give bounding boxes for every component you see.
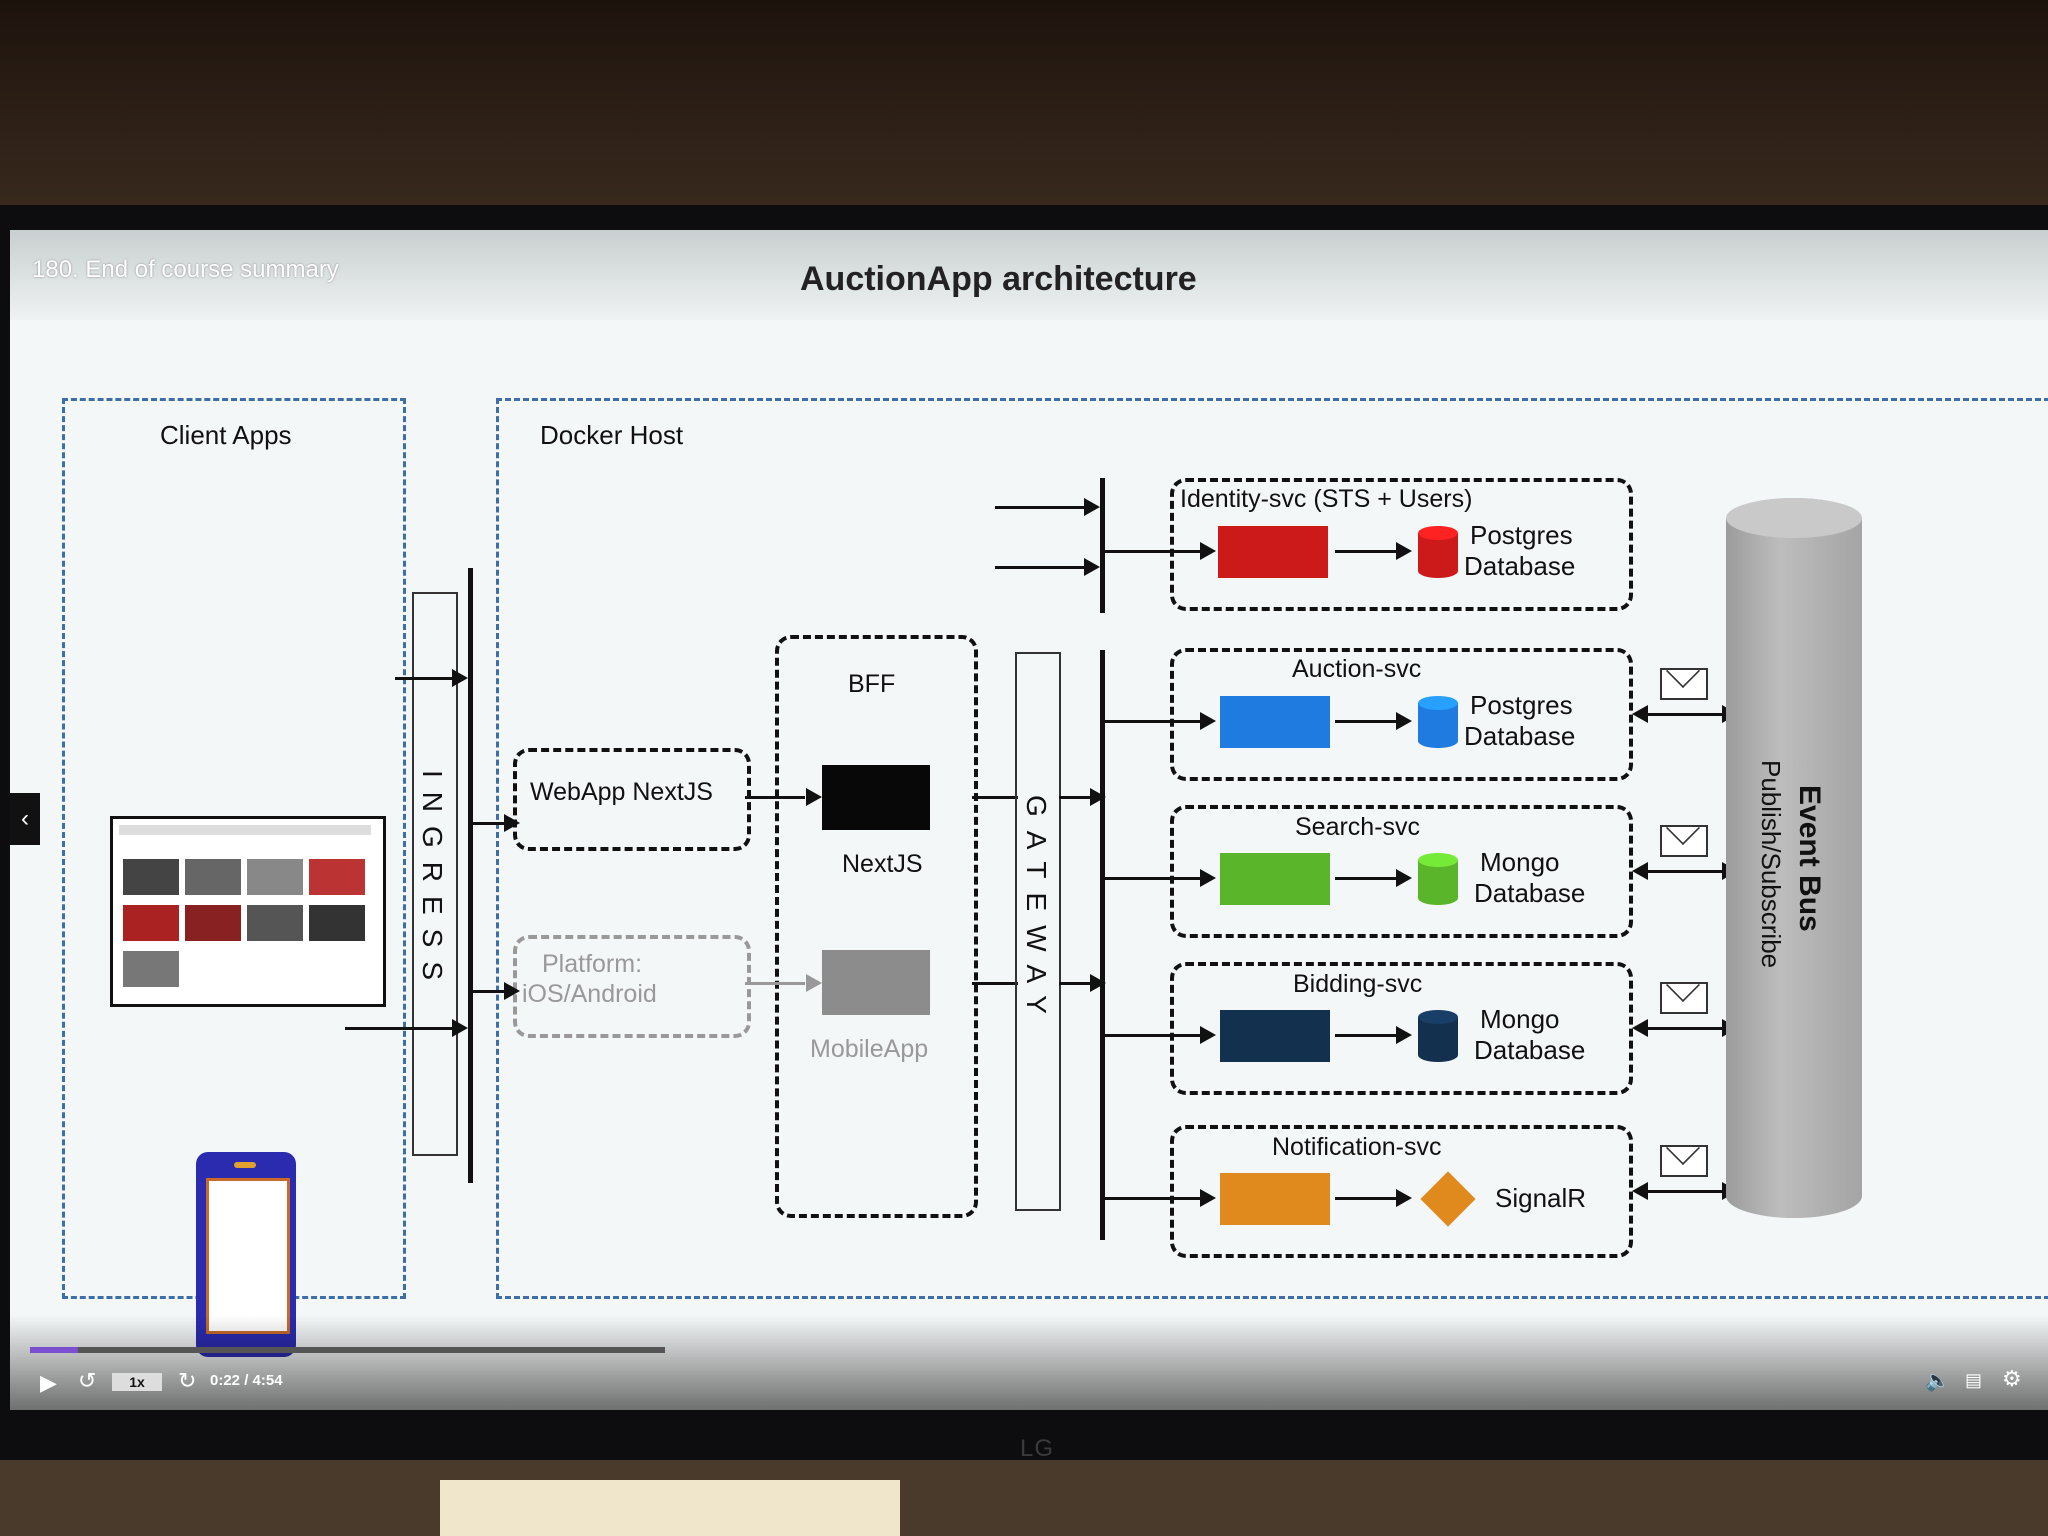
speed-button[interactable]: 1x [112,1373,162,1391]
message-envelope-icon [1660,1145,1708,1177]
web-browser-image [110,816,386,1007]
service-block [1220,696,1330,748]
slide-title: AuctionApp architecture [800,260,1197,298]
service-name: Bidding-svc [1293,970,1423,998]
volume-icon[interactable]: 🔈 [1925,1370,1950,1392]
database-label-line2: Database [1474,1035,1586,1065]
database-label-line1: Postgres [1470,690,1573,720]
course-title: 180. End of course summary [32,256,339,283]
service-box [1170,648,1633,781]
database-icon [1418,853,1458,905]
ingress-bar [412,592,458,1156]
platform-label-line2: iOS/Android [522,980,657,1008]
event-bus-cylinder [1726,498,1862,1218]
service-block [1220,1173,1330,1225]
service-name: Search-svc [1295,813,1421,841]
database-icon [1418,1010,1458,1062]
service-name: Identity-svc (STS + Users) [1180,485,1473,513]
gateway-label: GATEWAY [1021,795,1052,1028]
video-top-bar [10,230,2048,320]
rewind-icon[interactable]: ↺ [78,1368,97,1393]
settings-icon[interactable]: ⚙ [2002,1366,2022,1391]
database-label-line1: Mongo [1480,1004,1560,1034]
message-envelope-icon [1660,825,1708,857]
docker-host-label: Docker Host [540,420,684,450]
prev-button[interactable]: ‹ [10,793,40,845]
progress-fill [30,1347,78,1353]
event-bus-label: Event Bus [1793,785,1826,932]
message-envelope-icon [1660,982,1708,1014]
desk [0,1460,2048,1536]
ingress-line [468,568,473,1183]
message-envelope-icon [1660,668,1708,700]
monitor-logo: LG [1020,1435,1055,1462]
database-label-line1: Postgres [1470,520,1573,550]
service-name: Notification-svc [1272,1133,1442,1161]
bff-label: BFF [848,670,896,698]
nextjs-label: NextJS [842,850,923,878]
captions-icon[interactable]: ▤ [1965,1370,1983,1390]
bff-box [775,635,978,1218]
service-name: Auction-svc [1292,655,1422,683]
mobileapp-block [822,950,930,1015]
forward-icon[interactable]: ↻ [178,1368,197,1393]
database-label-line1: SignalR [1495,1183,1587,1213]
play-icon[interactable]: ▶ [40,1370,57,1395]
mobileapp-label: MobileApp [810,1035,929,1063]
service-box [1170,962,1633,1095]
database-label-line1: Mongo [1480,847,1560,877]
progress-bar[interactable] [30,1347,665,1353]
service-block [1220,1010,1330,1062]
service-box [1170,1125,1633,1258]
database-icon [1418,526,1458,578]
database-label-line2: Database [1464,551,1576,581]
database-label-line2: Database [1464,721,1576,751]
client-apps-label: Client Apps [160,420,292,450]
event-bus-subtitle: Publish/Subscribe [1756,760,1786,969]
service-box [1170,805,1633,938]
database-label-line2: Database [1474,878,1586,908]
gateway-bar [1015,652,1061,1211]
docker-host-group [496,398,2048,1299]
identity-connector-line [1100,478,1105,613]
webapp-label: WebApp NextJS [530,778,713,806]
webapp-box [513,748,751,851]
paper [440,1480,900,1536]
video-screen: 180. End of course summary AuctionApp ar… [10,230,2048,1410]
player-controls [10,1315,2048,1410]
service-block [1220,853,1330,905]
background-wall [0,0,2048,220]
time-display: 0:22 / 4:54 [210,1372,283,1389]
ingress-label: INGRESS [417,770,448,995]
service-box [1170,478,1633,611]
platform-label-line1: Platform: [542,950,643,978]
event-bus-top [1726,498,1862,538]
database-icon [1418,696,1458,748]
service-block [1218,526,1328,578]
nextjs-block [822,765,930,830]
gateway-line [1100,650,1105,1240]
